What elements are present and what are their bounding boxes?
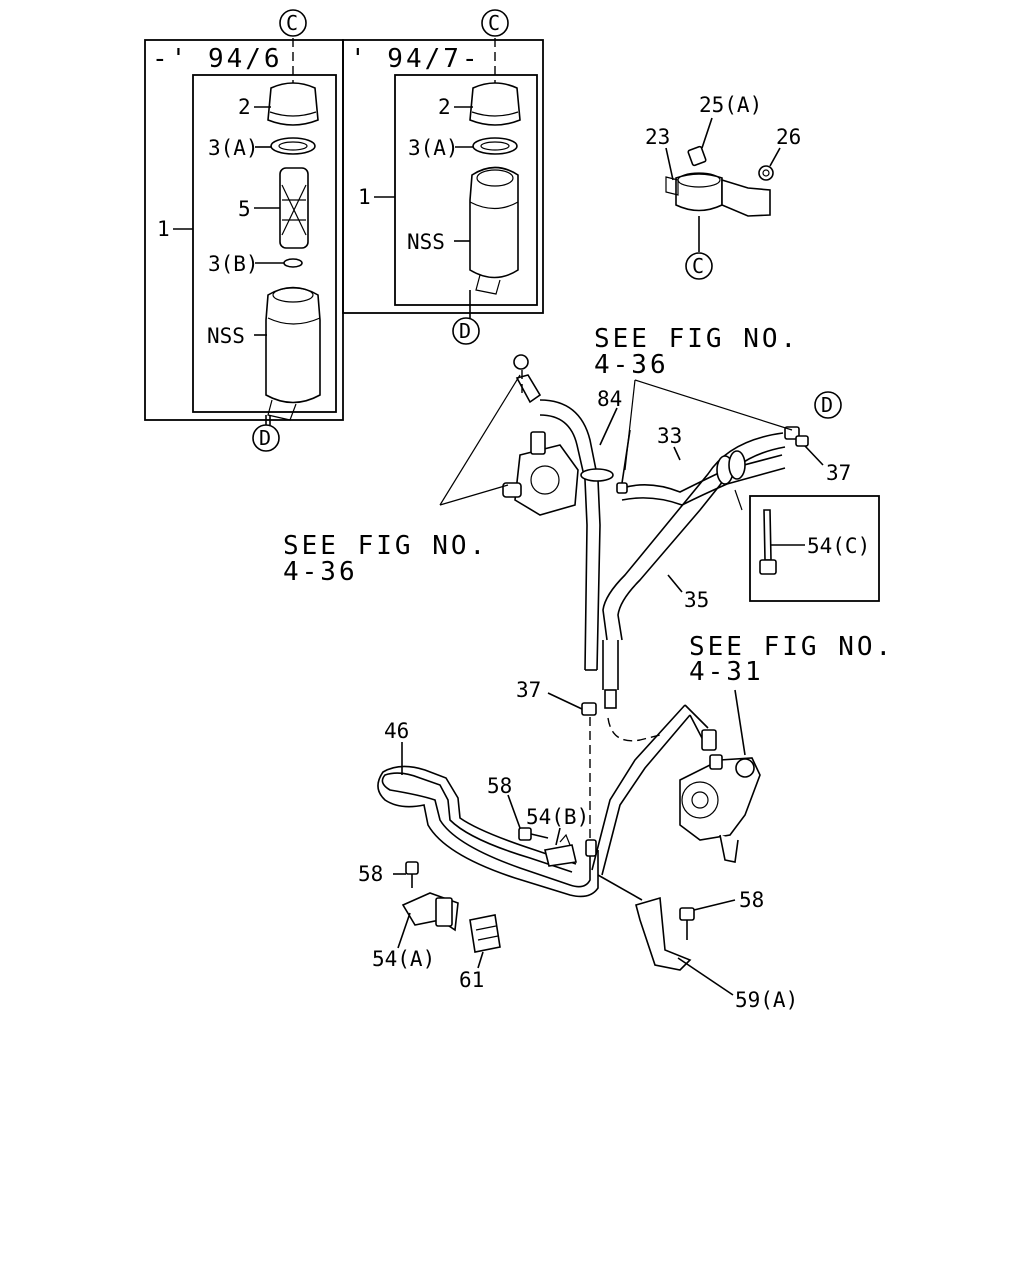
clamp-61 [469,914,501,953]
filter-5 [279,167,309,249]
ref-d-right-box [452,317,480,345]
see-fig-left: SEE FIG NO. [283,531,488,561]
label-2-right: 2 [438,95,451,119]
right-outer-box [342,39,544,314]
hose-84 [539,399,601,671]
label-33: 33 [657,424,682,448]
o-ring-3b [283,258,303,268]
steering-gear-box [679,757,761,841]
left-inner-box [192,74,337,413]
hose-33 [621,454,783,493]
label-59a: 59(A) [735,988,798,1012]
pipe-46 [381,772,591,888]
reference-markers: C C D D C D [252,9,842,452]
bracket-59a [635,896,692,971]
label-58-left: 58 [358,862,383,886]
bolt-58-mid [518,827,532,841]
bolt-25a [687,145,707,167]
hose-35 [617,446,786,641]
label-5: 5 [238,197,251,221]
right-box-labels: 1 2 3(A) NSS [358,95,473,254]
label-1-right: 1 [358,185,371,209]
label-84: 84 [597,387,622,411]
box-left-title: -' 94/6 [152,44,283,74]
left-reservoir-assembly [265,38,321,425]
reservoir-bracket-assembly: 23 25(A) 26 [645,93,801,252]
bolt-58-right [679,907,695,921]
cable-tie-frame [749,495,880,602]
label-37-bottom: 37 [516,678,541,702]
cable-tie-54c [763,509,772,561]
nut-26 [758,165,774,181]
power-steering-pump [514,444,579,516]
label-23: 23 [645,125,670,149]
see-fig-right: SEE FIG NO. [689,632,894,662]
right-reservoir-assembly [469,38,521,318]
label-37-top: 37 [826,461,851,485]
see-fig-top: SEE FIG NO. [594,324,799,354]
label-3a-left: 3(A) [208,136,259,160]
svg-text:C: C [692,254,704,278]
label-25a: 25(A) [699,93,762,117]
left-box-labels: 1 2 3(A) 5 3(B) NSS [157,95,284,348]
pump-area-labels: SEE FIG NO. 4-36 SEE FIG NO. 4-36 SEE FI… [283,324,894,687]
fig-4-31: 4-31 [689,657,764,687]
ref-d-hose [814,391,842,419]
bracket-23 [675,173,723,212]
label-54a: 54(A) [372,947,435,971]
svg-text:C: C [286,11,298,35]
label-3b: 3(B) [208,252,259,276]
reservoir-body [265,286,321,404]
o-ring-3a-right [472,137,518,155]
label-54b: 54(B) [526,805,589,829]
right-inner-box [394,74,538,306]
svg-text:D: D [459,319,471,343]
ref-c-bracket [685,252,713,280]
svg-text:D: D [259,426,271,450]
bolt-58-left [405,861,419,875]
pump-and-hoses [439,354,824,709]
label-61: 61 [459,968,484,992]
label-35: 35 [684,588,709,612]
reservoir-cap [267,82,319,126]
svg-text:D: D [821,393,833,417]
fitting-37 [581,702,597,716]
label-3a-right: 3(A) [408,136,459,160]
clip-54b [544,844,577,867]
label-1-left: 1 [157,217,170,241]
label-nss-left: NSS [207,324,245,348]
cable-tie-box: 54(C) [749,495,880,602]
reservoir-body-right [469,166,519,279]
fig-4-36-left: 4-36 [283,557,358,587]
ref-c-right [481,9,509,37]
label-2-left: 2 [238,95,251,119]
lower-pipe-assembly: 37 46 54(B) 58 59(A) [358,678,798,1012]
label-46: 46 [384,719,409,743]
label-54c: 54(C) [807,534,870,558]
box-right-title: ' 94/7- [350,44,481,74]
svg-text:C: C [488,11,500,35]
o-ring-3a [270,137,316,155]
reservoir-variant-boxes: -' 94/6 ' 94/7- [144,39,544,421]
label-58-right: 58 [739,888,764,912]
fig-4-36-top: 4-36 [594,350,669,380]
label-nss-right: NSS [407,230,445,254]
label-26: 26 [776,125,801,149]
label-58-mid: 58 [487,774,512,798]
reservoir-cap-right [469,82,521,126]
ref-c-left [279,9,307,37]
